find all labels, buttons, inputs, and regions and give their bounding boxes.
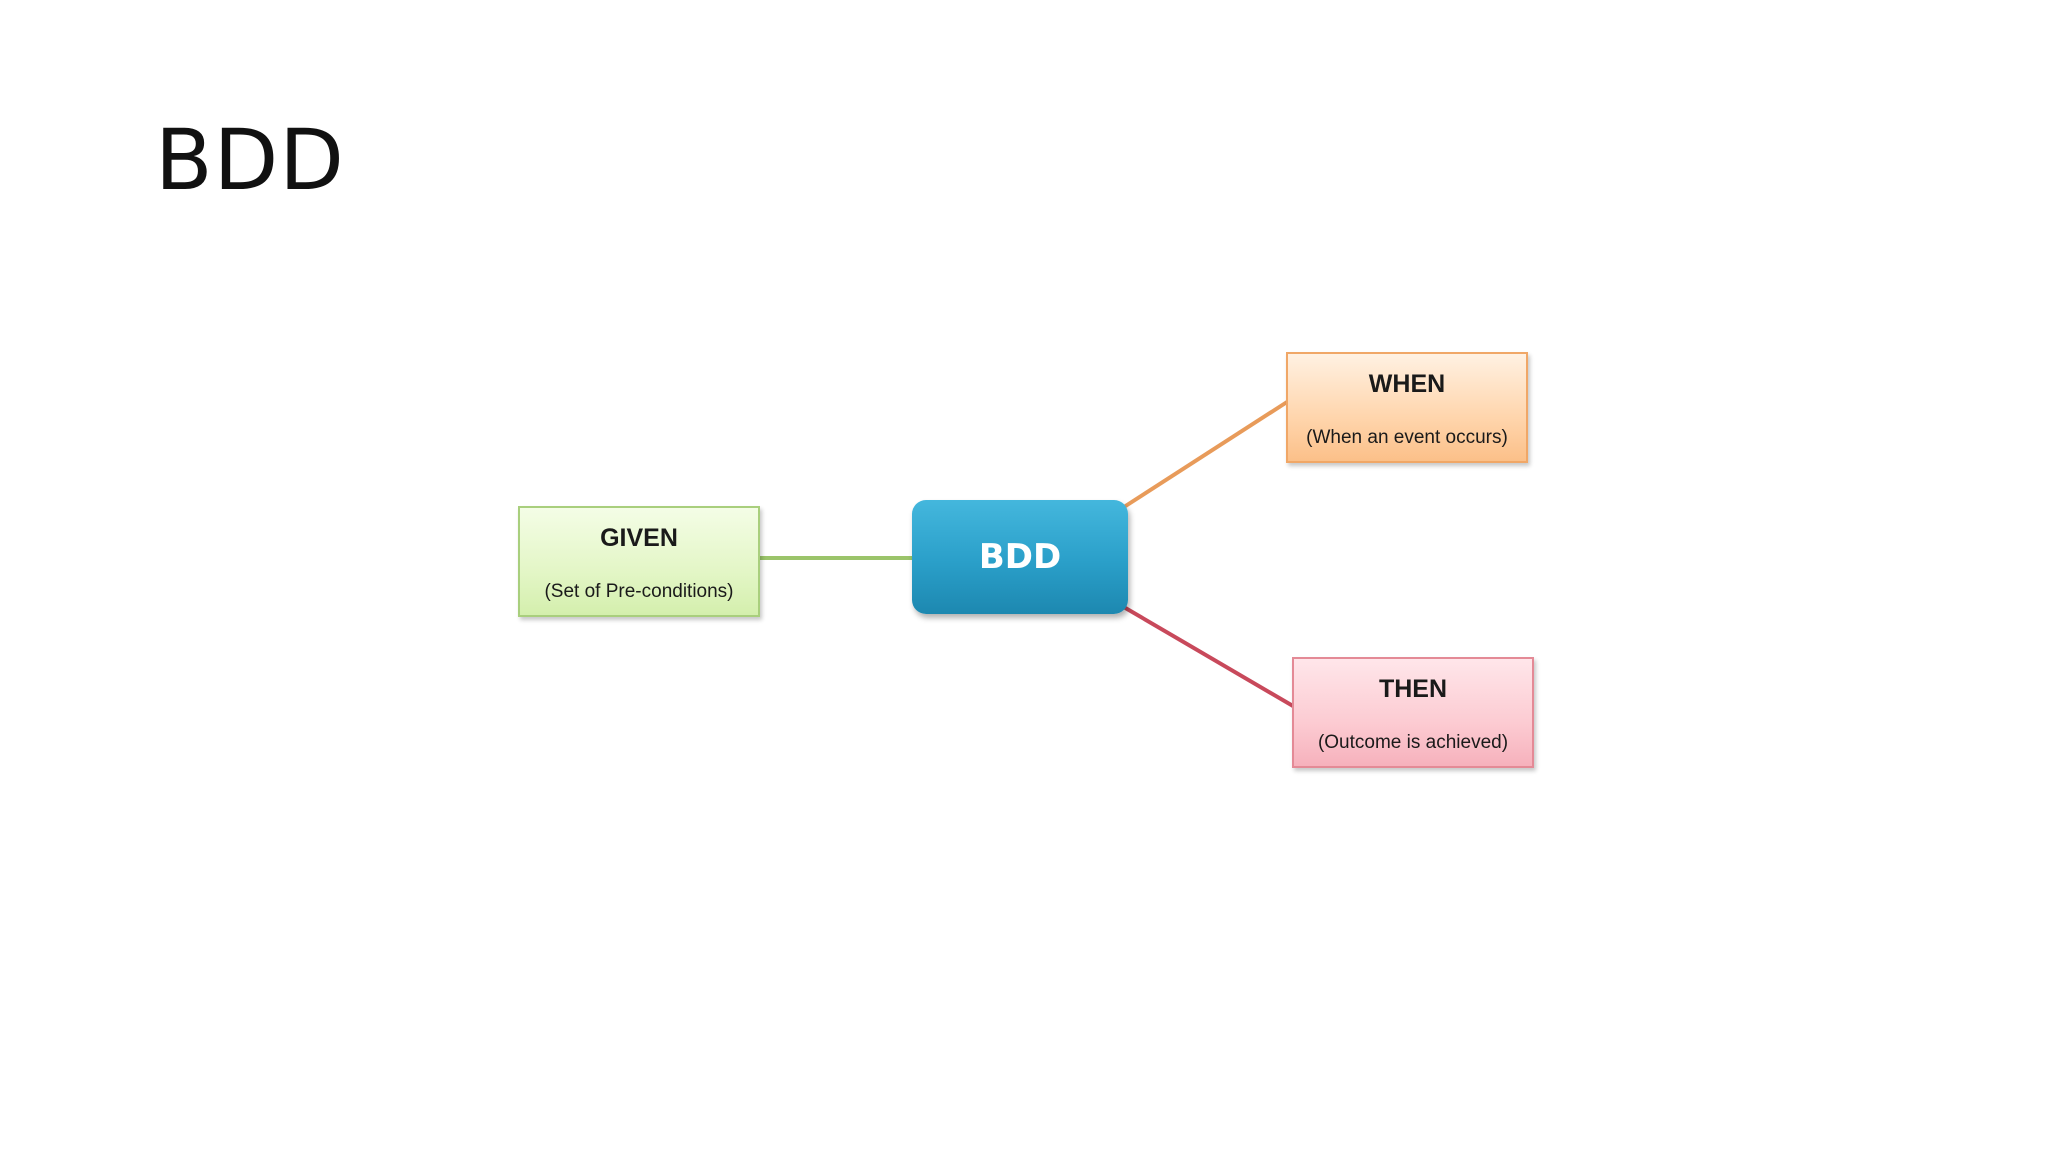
when-node: WHEN (When an event occurs) xyxy=(1286,352,1528,463)
then-subtitle: (Outcome is achieved) xyxy=(1317,732,1509,753)
bdd-center-node: BDD xyxy=(912,500,1128,614)
given-node: GIVEN (Set of Pre-conditions) xyxy=(518,506,760,617)
center-label: BDD xyxy=(978,537,1062,577)
connector-then xyxy=(1120,604,1295,708)
then-node: THEN (Outcome is achieved) xyxy=(1292,657,1534,768)
then-title: THEN xyxy=(1378,675,1448,703)
slide-title: BDD xyxy=(155,111,345,209)
when-subtitle: (When an event occurs) xyxy=(1306,427,1508,448)
given-subtitle: (Set of Pre-conditions) xyxy=(544,581,734,602)
given-title: GIVEN xyxy=(600,524,678,552)
connector-when xyxy=(1122,400,1289,509)
when-title: WHEN xyxy=(1368,370,1446,398)
